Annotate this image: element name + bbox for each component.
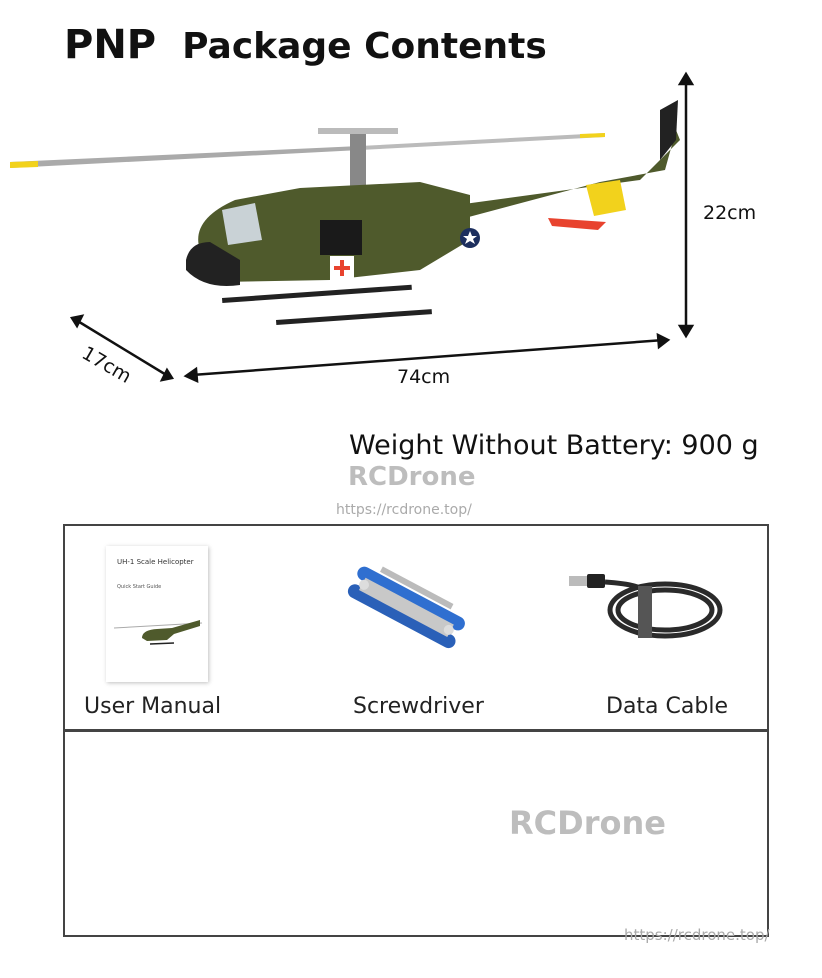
page-title: PNP Package Contents	[64, 22, 547, 68]
height-dimension: 22cm	[703, 202, 757, 224]
content-label-data-cable: Data Cable	[606, 694, 728, 719]
watermark-url-lower: https://rcdrone.top/	[624, 926, 770, 944]
length-dimension: 74cm	[397, 366, 451, 388]
divider	[63, 729, 768, 732]
watermark-brand-lower: RCDrone	[509, 804, 666, 842]
manual-subtitle: Quick Start Guide	[117, 584, 162, 590]
title-prefix: PNP	[64, 22, 157, 68]
usb-cable-icon	[569, 574, 723, 639]
watermark-brand: RCDrone	[348, 462, 476, 492]
manual-title: UH-1 Scale Helicopter	[117, 558, 194, 566]
content-label-user-manual: User Manual	[84, 694, 222, 719]
helicopter-image: ARMY	[10, 71, 695, 384]
weight-text: Weight Without Battery: 900 g	[349, 430, 759, 461]
multitool-icon	[347, 566, 465, 649]
title-main: Package Contents	[182, 26, 547, 67]
watermark-url: https://rcdrone.top/	[336, 502, 472, 518]
content-label-screwdriver: Screwdriver	[353, 694, 484, 719]
manual-icon: UH-1 Scale Helicopter Quick Start Guide	[106, 546, 208, 682]
army-marking: ARMY	[492, 220, 544, 246]
